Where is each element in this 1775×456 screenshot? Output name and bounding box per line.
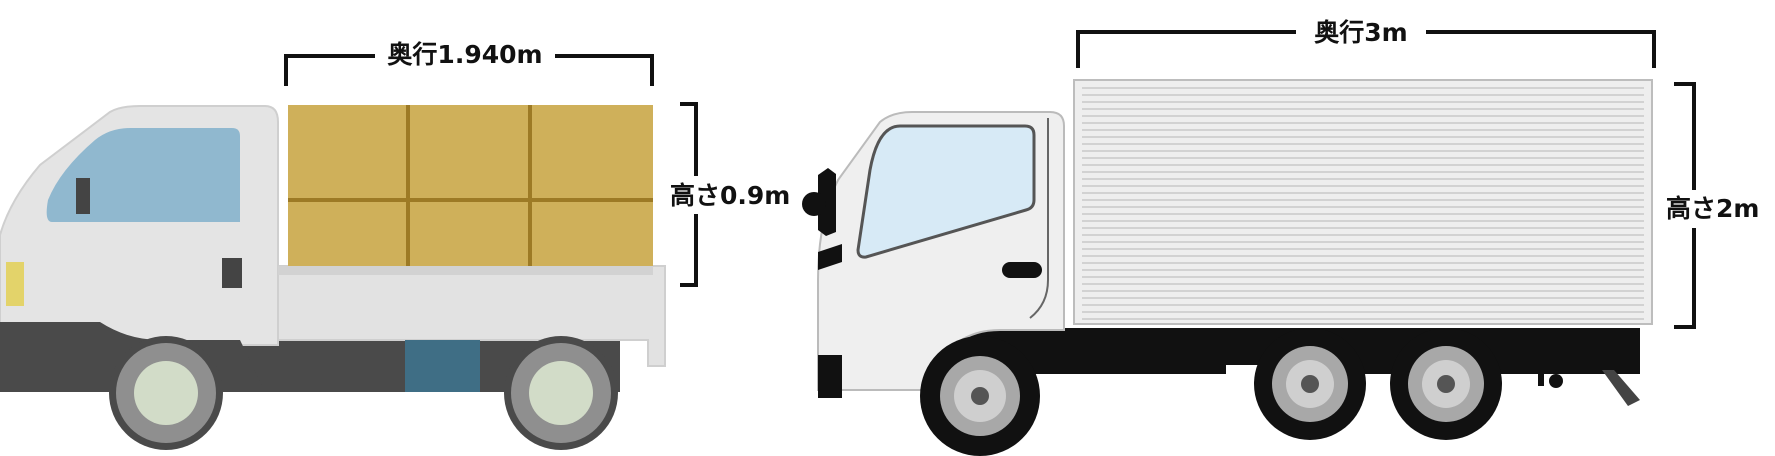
large-truck-door-line [1029,118,1049,319]
small-truck-window [46,128,240,222]
large-truck-window [856,124,1036,259]
large-truck-door-handle [1002,262,1042,278]
large-truck-front-bumper [818,355,842,398]
container-slats [1082,87,1644,320]
small-truck [0,105,666,450]
small-truck-headlight [6,262,24,306]
large-truck-height-label: 高さ2m [1666,194,1759,223]
large-truck-front-wheel [920,336,1040,456]
large-truck-height-bracket: 高さ2m [1664,82,1770,329]
large-truck-grille-stripe [818,244,842,270]
large-truck-container [1073,79,1653,325]
small-truck-height-bracket: 高さ0.9m [670,102,790,287]
small-truck-depth-bracket: 奥行1.940m [284,36,654,86]
small-truck-front-wheel [109,336,223,450]
small-truck-bed-rail [278,266,653,275]
large-truck-rear-wheel [1390,328,1502,440]
large-truck [802,79,1653,456]
large-truck-depth-label: 奥行3m [1314,18,1407,47]
large-truck-mirror [818,168,836,236]
large-truck-depth-bracket: 奥行3m [1076,14,1656,68]
large-truck-mirror-head [802,192,826,216]
small-truck-door-handle [222,258,242,288]
large-truck-tail-light [1538,364,1563,388]
cargo-box-group [288,105,653,266]
small-truck-depth-label: 奥行1.940m [387,40,542,69]
small-truck-rear-wheel [504,336,618,450]
small-truck-height-label: 高さ0.9m [670,181,790,210]
large-truck-rear-bumper [1602,370,1640,406]
small-truck-cargo [288,105,653,266]
small-truck-mirror [76,178,90,214]
large-truck-middle-wheel [1254,328,1366,440]
small-truck-bed [277,265,666,367]
small-truck-fuel-tank [405,340,480,392]
